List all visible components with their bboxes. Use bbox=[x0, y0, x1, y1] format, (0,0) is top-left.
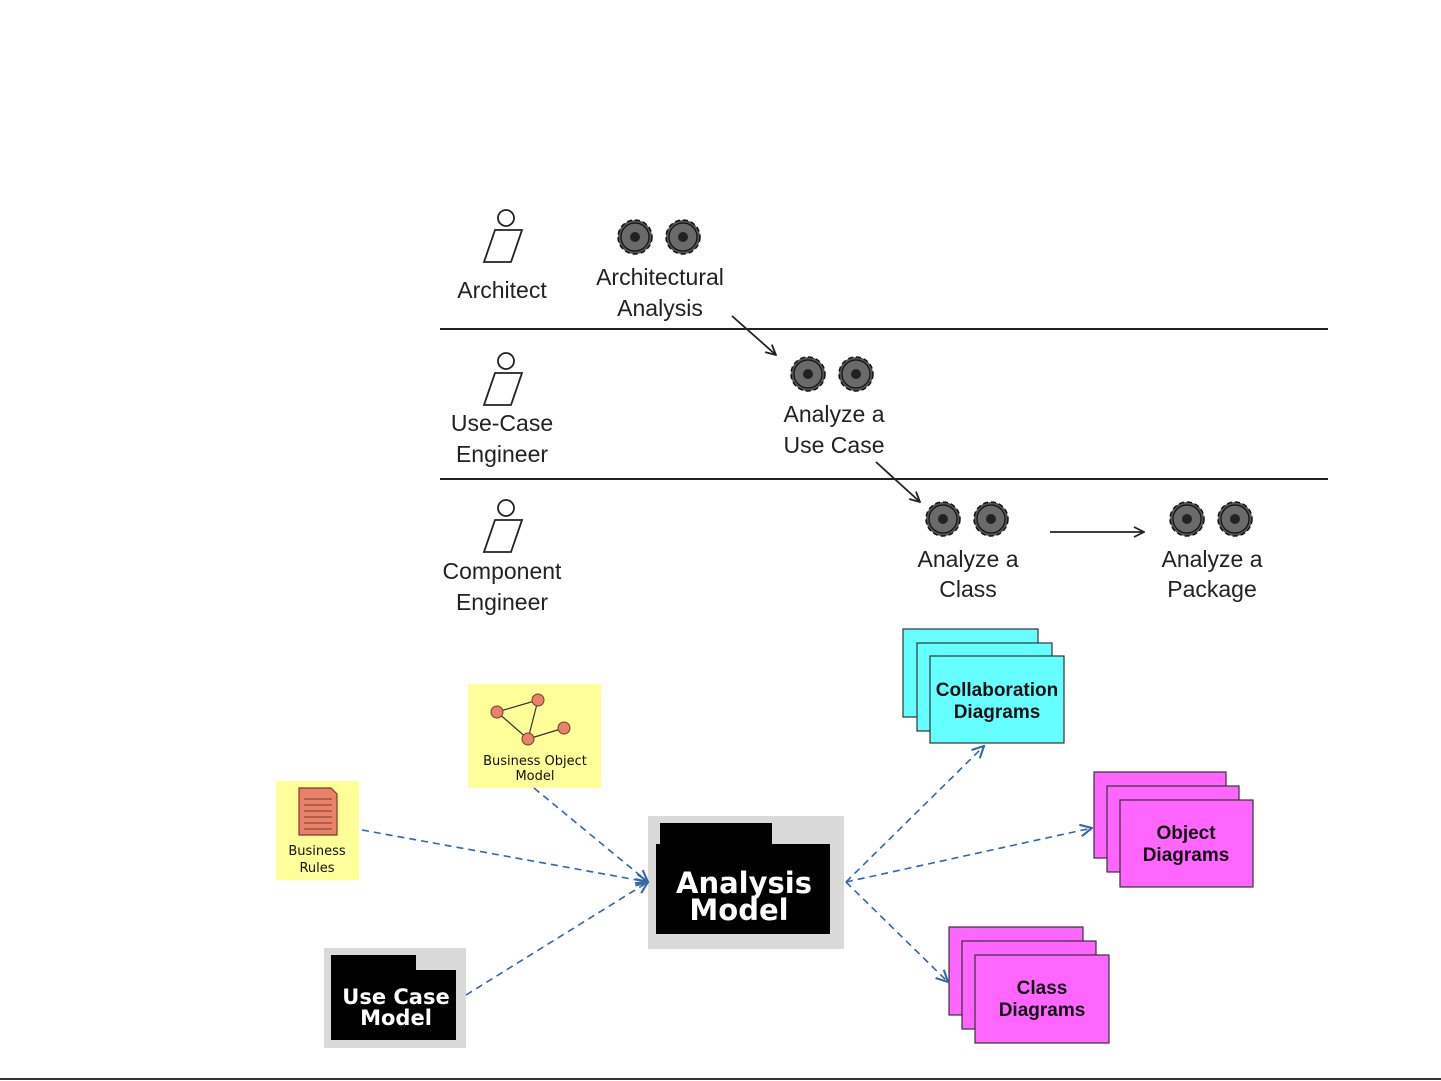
artifact-label: Model bbox=[515, 769, 554, 784]
artifact-label: Rules bbox=[299, 861, 334, 876]
business-rules-artifact: Business Rules bbox=[276, 781, 359, 880]
gear-icon bbox=[1218, 502, 1252, 536]
worker-icon bbox=[484, 210, 522, 262]
activity-analyze-class: Analyze a Class bbox=[917, 502, 1018, 602]
dependency-arrow bbox=[846, 828, 1092, 882]
activity-label: Analyze a bbox=[917, 546, 1018, 572]
gear-icon bbox=[926, 502, 960, 536]
diagram-label: Diagrams bbox=[999, 1000, 1086, 1021]
object-diagrams-artifact: Object Diagrams bbox=[1094, 772, 1253, 887]
worker-label: Engineer bbox=[456, 441, 548, 467]
gear-icon bbox=[839, 357, 873, 391]
worker-label: Architect bbox=[457, 277, 547, 303]
package-label: Model bbox=[689, 893, 788, 927]
package-label: Model bbox=[360, 1006, 432, 1030]
dependency-arrow bbox=[362, 830, 648, 882]
activity-analyze-use-case: Analyze a Use Case bbox=[783, 357, 884, 458]
dependency-arrow bbox=[846, 882, 948, 982]
gear-icon bbox=[974, 502, 1008, 536]
worker-label: Engineer bbox=[456, 589, 548, 615]
worker-icon bbox=[484, 353, 522, 405]
activity-label: Architectural bbox=[596, 264, 724, 290]
artifact-label: Business bbox=[288, 844, 346, 859]
activity-label: Package bbox=[1167, 576, 1257, 602]
analysis-model-package: Analysis Model bbox=[648, 816, 844, 949]
business-object-model-artifact: Business Object Model bbox=[468, 684, 601, 788]
worker-label: Use-Case bbox=[451, 410, 553, 436]
flow-arrow bbox=[732, 316, 776, 355]
gear-icon bbox=[1170, 502, 1204, 536]
flow-arrow bbox=[876, 462, 920, 502]
activity-label: Class bbox=[939, 576, 997, 602]
activity-label: Analyze a bbox=[1161, 546, 1262, 572]
class-diagrams-artifact: Class Diagrams bbox=[949, 927, 1109, 1043]
dependency-arrow bbox=[534, 788, 648, 882]
activity-architectural-analysis: Architectural Analysis bbox=[596, 220, 724, 321]
gear-icon bbox=[791, 357, 825, 391]
gear-icon bbox=[666, 220, 700, 254]
document-icon bbox=[299, 788, 337, 835]
diagram-label: Collaboration bbox=[936, 680, 1058, 701]
dependency-arrow bbox=[466, 882, 648, 995]
worker-use-case-engineer: Use-Case Engineer bbox=[451, 353, 553, 467]
diagram-label: Diagrams bbox=[1143, 845, 1230, 866]
activity-label: Analysis bbox=[617, 295, 703, 321]
collaboration-diagrams-artifact: Collaboration Diagrams bbox=[903, 629, 1064, 743]
dependency-arrow bbox=[846, 746, 984, 882]
worker-component-engineer: Component Engineer bbox=[443, 500, 563, 615]
gear-icon bbox=[618, 220, 652, 254]
diagram-label: Diagrams bbox=[954, 702, 1041, 723]
worker-icon bbox=[484, 500, 522, 552]
activity-label: Use Case bbox=[784, 432, 885, 458]
worker-label: Component bbox=[443, 558, 563, 584]
use-case-model-package: Use Case Model bbox=[324, 948, 466, 1048]
activity-label: Analyze a bbox=[783, 401, 884, 427]
artifact-label: Business Object bbox=[483, 754, 587, 769]
activity-analyze-package: Analyze a Package bbox=[1161, 502, 1262, 602]
worker-architect: Architect bbox=[457, 210, 547, 303]
diagram-label: Class bbox=[1017, 978, 1068, 999]
diagram-label: Object bbox=[1156, 823, 1216, 844]
